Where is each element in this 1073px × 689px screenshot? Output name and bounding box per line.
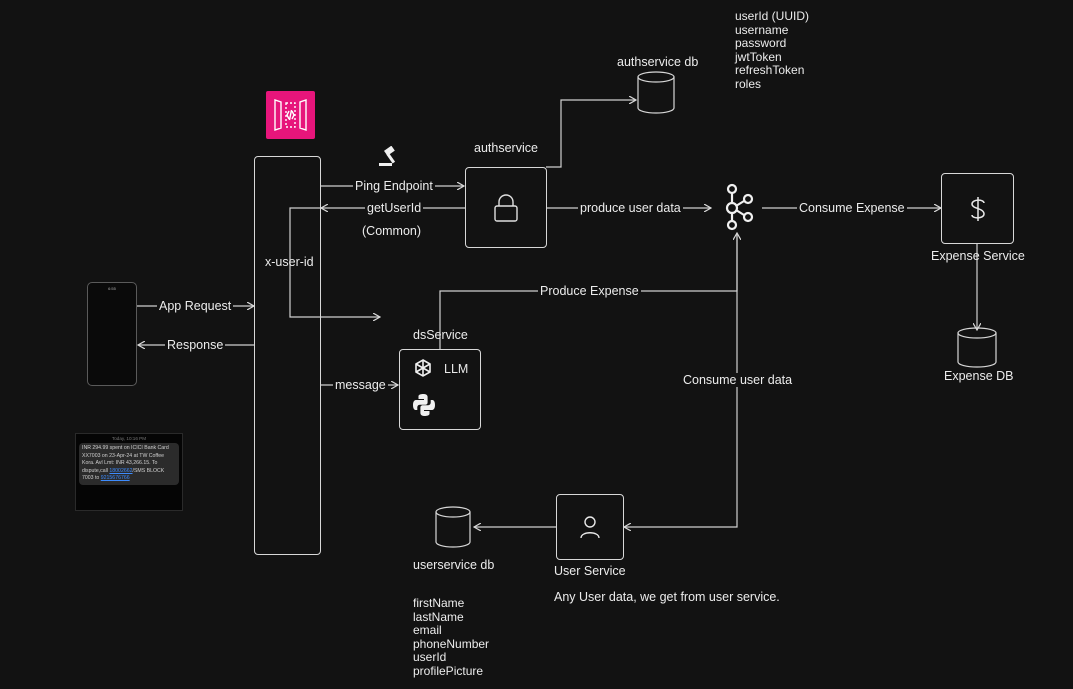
label-common: (Common)	[362, 224, 422, 238]
user-field: lastName	[413, 609, 464, 624]
user-field: userId	[413, 650, 447, 664]
dsservice-box[interactable]: LLM	[399, 349, 481, 430]
auth-field: refreshToken	[735, 63, 805, 77]
label-consume-user-data: Consume user data	[681, 373, 795, 387]
sms-header: Today, 10:16 PM	[111, 436, 147, 441]
authservice-title: authservice	[474, 141, 538, 155]
phone-screen-time: 6:55	[108, 286, 116, 291]
authservice-db-label: authservice db	[617, 55, 699, 69]
auth-fields-list: userId (UUID) username password jwtToken…	[735, 9, 810, 91]
database-icon	[435, 506, 471, 548]
user-icon	[580, 516, 600, 539]
dsservice-title: dsService	[413, 328, 468, 342]
lock-icon	[494, 194, 518, 222]
sms-bubble: INR 294.99 spent on ICICI Bank Card XX70…	[79, 443, 179, 485]
user-service-box[interactable]	[556, 494, 624, 560]
user-field: email	[413, 623, 442, 637]
sms-text-2: /SMS BLOCK 7003 to	[82, 467, 165, 482]
user-service-note: Any User data, we get from user service.	[554, 590, 780, 604]
api-gateway-box[interactable]	[254, 156, 321, 555]
label-response: Response	[165, 338, 226, 352]
auth-field: roles	[735, 76, 762, 91]
label-produce-user-data: produce user data	[578, 201, 683, 215]
phone: 6:55	[87, 282, 137, 386]
edge-consume-user-data	[624, 233, 738, 527]
auth-field: username	[735, 22, 789, 37]
api-gateway-icon	[266, 91, 315, 139]
userservice-db-label: userservice db	[413, 558, 495, 572]
label-message: message	[333, 378, 388, 392]
auth-field: userId (UUID)	[735, 9, 810, 23]
user-field: profilePicture	[413, 663, 484, 678]
label-get-user-id: getUserId	[365, 201, 424, 215]
label-produce-expense: Produce Expense	[538, 284, 641, 298]
sms-screenshot: Today, 10:16 PM INR 294.99 spent on ICIC…	[75, 433, 183, 511]
user-field: firstName	[413, 596, 465, 610]
authservice-box[interactable]	[465, 167, 547, 248]
openai-icon	[415, 359, 431, 377]
edge-auth-db	[546, 100, 636, 168]
user-service-label: User Service	[554, 564, 626, 578]
database-icon	[957, 327, 997, 368]
database-icon	[637, 71, 675, 114]
gavel-icon	[377, 145, 403, 173]
user-fields-list: firstName lastName email phoneNumber use…	[413, 596, 490, 678]
label-ping-endpoint: Ping Endpoint	[353, 179, 435, 193]
llm-label: LLM	[444, 362, 469, 376]
sms-text: INR 294.99 spent on ICICI Bank Card XX70…	[82, 445, 169, 474]
user-field: phoneNumber	[413, 636, 490, 651]
expense-service-label: Expense Service	[931, 249, 1025, 263]
expense-db-label: Expense DB	[944, 369, 1014, 383]
auth-field: jwtToken	[735, 49, 782, 64]
x-user-id-label: x-user-id	[265, 255, 314, 269]
sms-link-1[interactable]: 18002662	[109, 467, 133, 474]
dollar-icon	[971, 197, 985, 221]
python-icon	[413, 394, 435, 416]
sms-link-2[interactable]: 9215676766	[100, 475, 130, 481]
expense-service-box[interactable]	[941, 173, 1014, 244]
kafka-icon	[721, 183, 755, 236]
auth-field: password	[735, 36, 787, 50]
label-consume-expense: Consume Expense	[797, 201, 907, 215]
label-app-request: App Request	[157, 299, 234, 313]
